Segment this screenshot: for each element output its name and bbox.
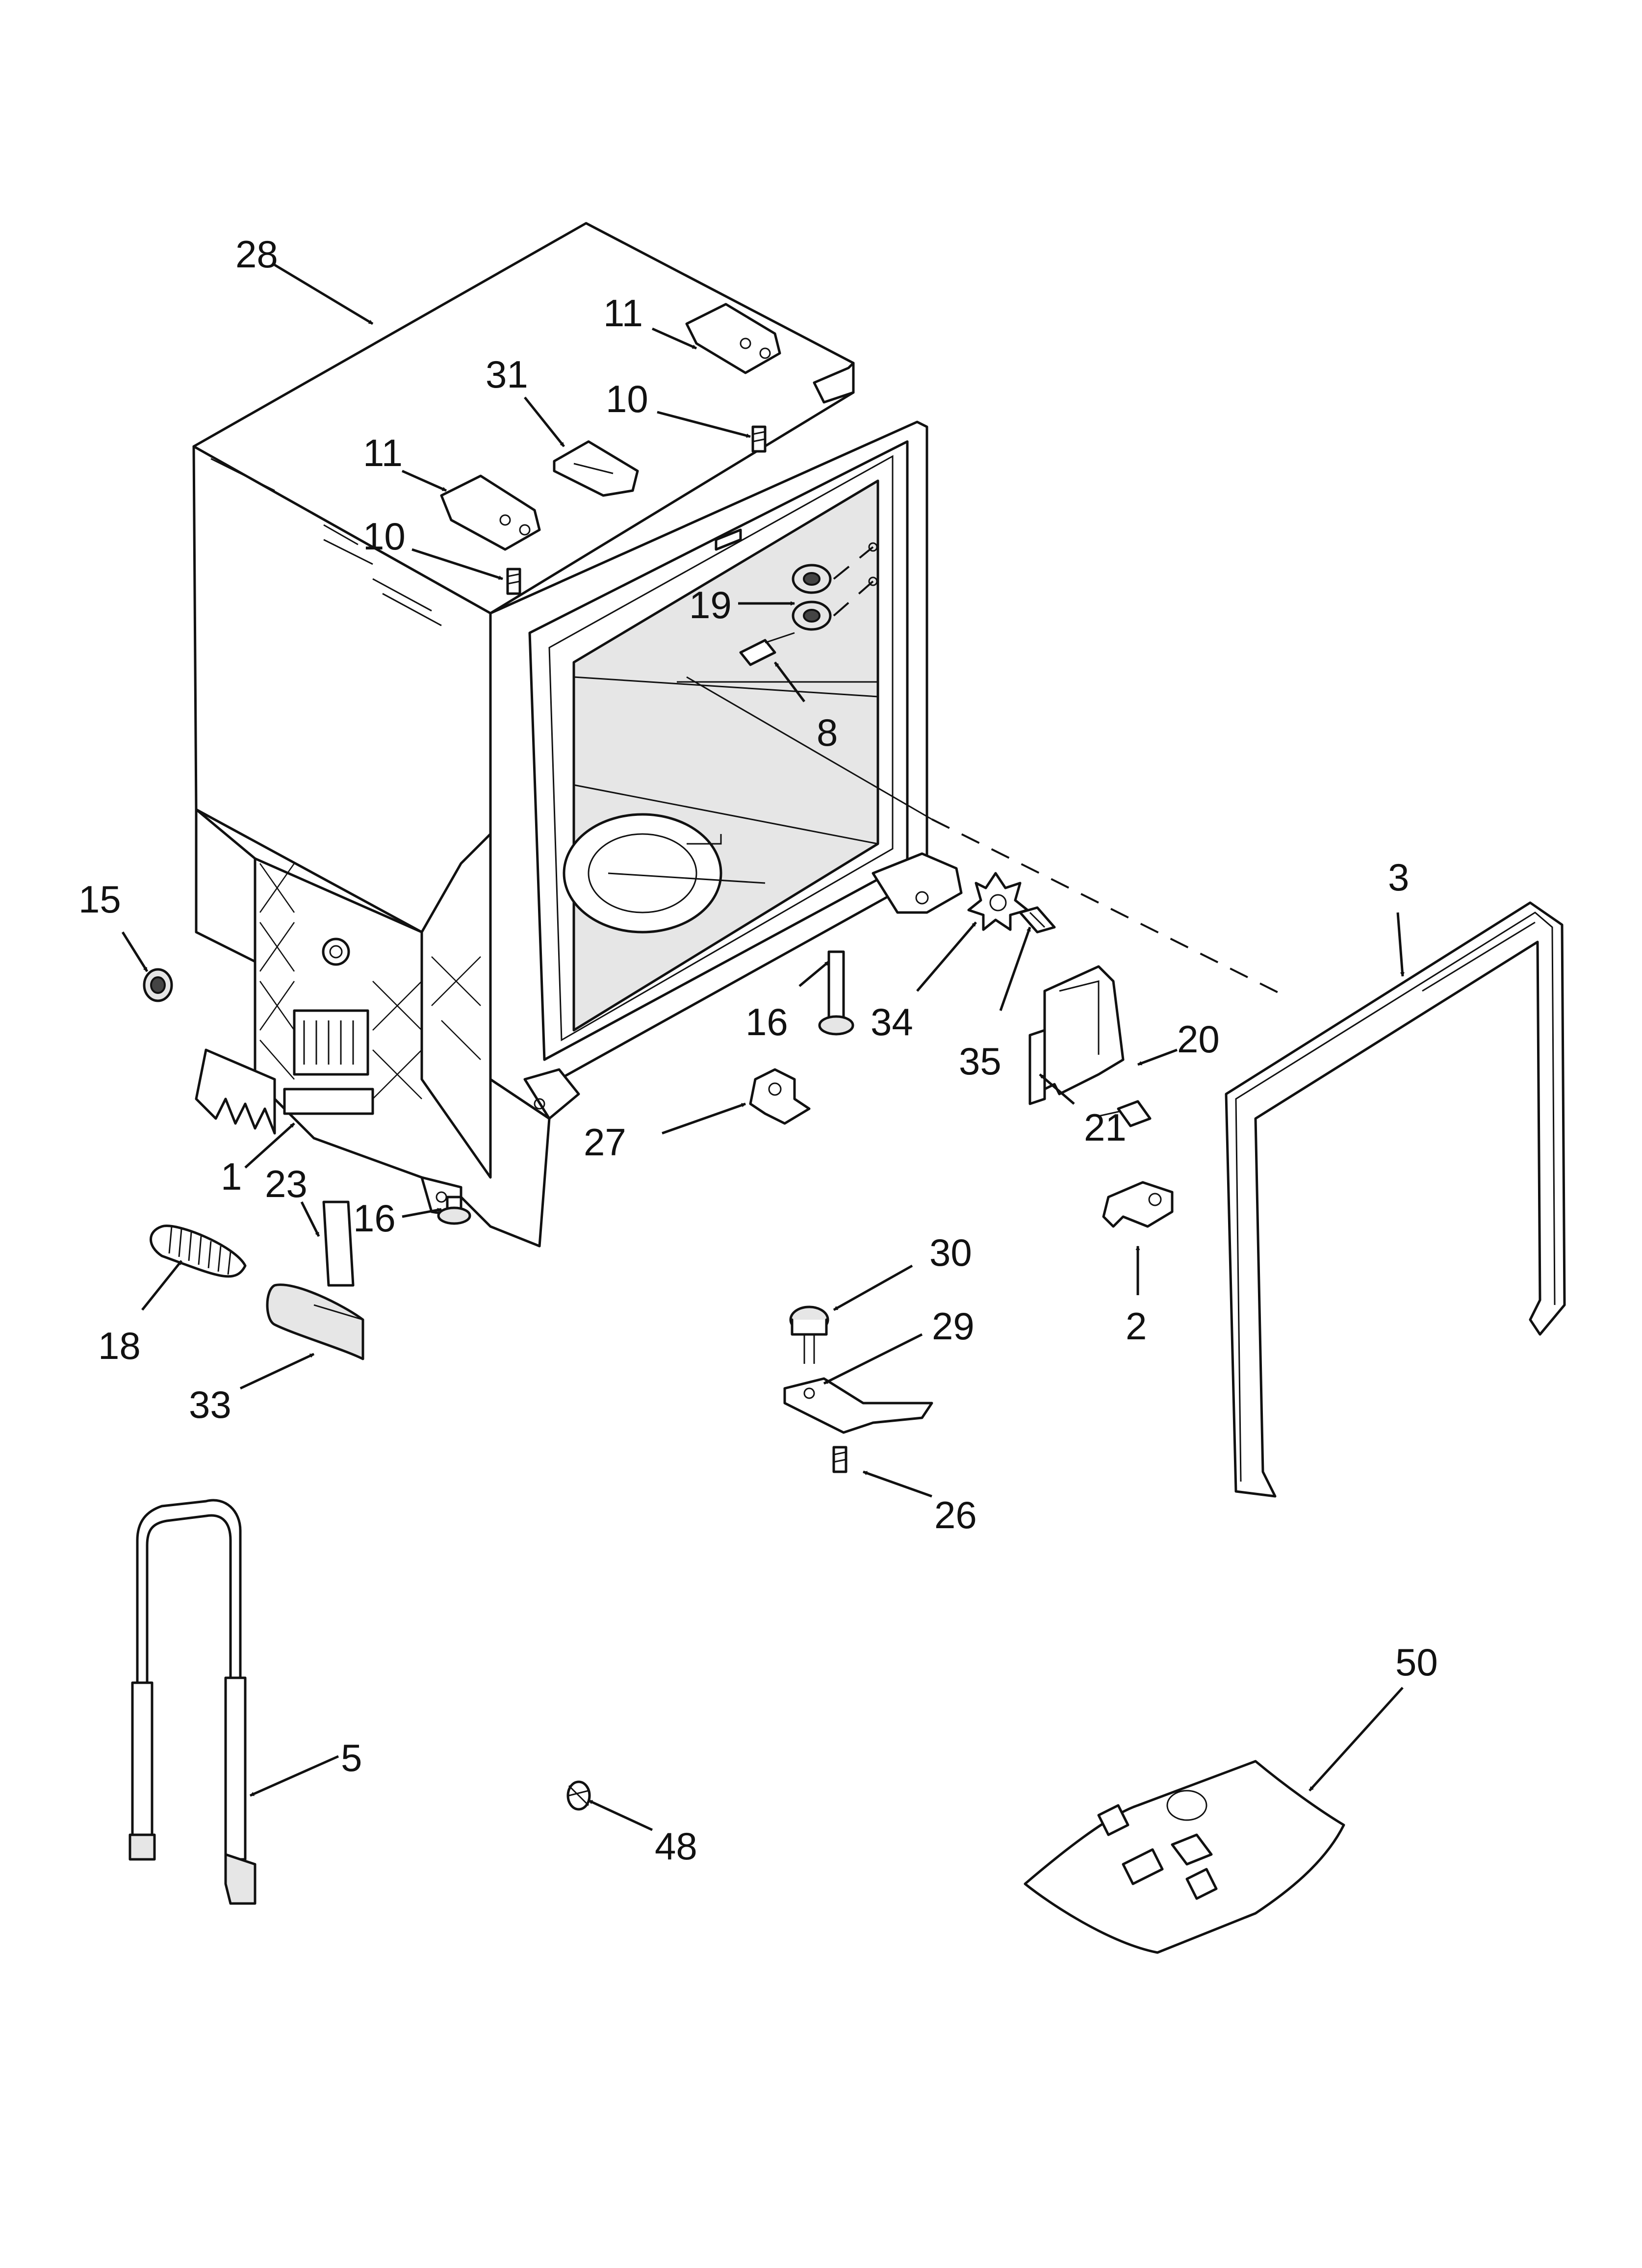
leader-35 (999, 927, 1031, 1011)
leader-29 (823, 1333, 923, 1385)
callout-48: 48 (655, 1825, 697, 1868)
leader-1 (244, 1122, 295, 1169)
star-washer-34 (967, 872, 1029, 931)
callout-35: 35 (959, 1040, 1001, 1083)
wire-harness-5 (128, 1499, 257, 1905)
leader-28 (274, 263, 374, 325)
base-hatching (259, 863, 481, 1099)
screw-upper (751, 425, 767, 453)
leader-27 (662, 1102, 746, 1135)
clip-2 (1102, 1181, 1174, 1228)
plug-15 (143, 968, 173, 1002)
bracket-27 (749, 1068, 811, 1125)
callout-20: 20 (1177, 1017, 1220, 1061)
leveling-leg-left (437, 1196, 471, 1225)
callout-15: 15 (78, 878, 121, 921)
callout-30: 30 (929, 1231, 972, 1274)
screw-35 (1019, 906, 1056, 934)
leader-11a (651, 327, 697, 350)
callout-26: 26 (934, 1493, 977, 1537)
callout-21: 21 (1084, 1106, 1127, 1149)
base-vent-slots (283, 1009, 374, 1115)
spring-clip-48 (566, 1780, 591, 1811)
callout-31: 31 (486, 353, 528, 396)
callout-34: 34 (871, 1000, 913, 1043)
callout-28: 28 (235, 233, 278, 276)
callout-27: 27 (584, 1121, 626, 1164)
strip-23 (322, 1200, 355, 1287)
screw-8 (739, 632, 795, 666)
callout-33: 33 (189, 1383, 231, 1426)
callout-8: 8 (817, 711, 838, 754)
clip-31 (553, 440, 639, 497)
bracket-29 (783, 1377, 933, 1434)
leader-33 (239, 1353, 315, 1390)
callout-2: 2 (1126, 1304, 1147, 1348)
callout-10: 10 (363, 515, 406, 558)
hinge-bracket-upper (685, 303, 781, 374)
leader-30 (833, 1264, 913, 1311)
callout-29: 29 (932, 1304, 975, 1348)
dishwasher-tub (192, 222, 855, 1248)
leader-16b (402, 1208, 442, 1218)
bracket-21 (1028, 965, 1125, 1105)
leveling-leg-center (818, 950, 854, 1036)
leader-20 (1137, 1048, 1178, 1066)
leader-arrows (121, 263, 1405, 1831)
callout-5: 5 (341, 1736, 362, 1779)
leader-21 (1039, 1073, 1075, 1105)
callout-3: 3 (1388, 856, 1409, 899)
leader-23 (300, 1201, 320, 1237)
tub-front-frame (489, 362, 963, 1120)
parts-bag-50 (1024, 1760, 1345, 1954)
callout-labels: 28 11 31 10 11 10 19 8 3 15 16 34 35 20 … (78, 233, 1438, 1868)
callout-19: 19 (689, 583, 732, 626)
screw-20 (1098, 1100, 1152, 1127)
callout-18: 18 (98, 1324, 141, 1367)
leader-26 (863, 1470, 932, 1498)
callout-50: 50 (1395, 1641, 1438, 1684)
callout-11: 11 (363, 431, 403, 474)
pad-33 (266, 1283, 364, 1360)
callout-10: 10 (606, 377, 648, 420)
leader-11b (401, 469, 447, 492)
leader-48 (588, 1799, 653, 1831)
leader-18 (141, 1260, 182, 1311)
leader-34 (916, 921, 977, 992)
leader-8 (774, 661, 805, 703)
leader-16a (798, 961, 830, 987)
callout-16: 16 (745, 1000, 788, 1043)
callout-11: 11 (603, 291, 643, 335)
leader-10a (657, 411, 751, 438)
screw-26 (832, 1446, 847, 1473)
callout-1: 1 (221, 1155, 242, 1198)
roller-assembly (792, 542, 878, 631)
thermostat-30 (789, 1305, 829, 1364)
door-gasket (1225, 901, 1566, 1498)
leader-15 (121, 931, 149, 972)
leader-50 (1308, 1687, 1404, 1792)
screw-lower (506, 568, 521, 595)
leader-10b (411, 548, 503, 580)
leader-31 (524, 396, 565, 447)
callout-23: 23 (265, 1162, 308, 1205)
leader-3 (1396, 912, 1405, 977)
spring-18 (150, 1225, 247, 1278)
hinge-bracket-lower (440, 474, 541, 551)
callout-16: 16 (353, 1197, 396, 1240)
leader-5 (249, 1755, 339, 1797)
